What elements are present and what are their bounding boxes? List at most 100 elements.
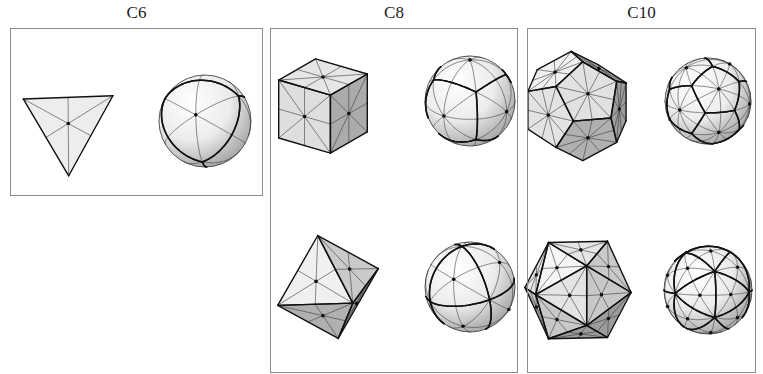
subdivision-line [330,95,348,113]
subdivision-line [68,123,69,175]
subdivision-arc [434,60,470,80]
octahedron [278,236,379,339]
subdivision-line [318,236,350,270]
subdivision-line [561,295,570,310]
solid-edge [278,303,353,305]
edge-arc [502,70,506,75]
solid-edge [607,292,631,337]
subdivision-line [573,94,588,121]
face-center-dot [579,248,583,252]
subdivision-line [599,68,621,82]
edge-arc [476,136,498,140]
solid-edge [536,243,549,295]
solid-edge [536,243,549,295]
edge-arc [161,99,202,162]
face-center-dot [321,75,325,79]
edge-arc [434,80,476,92]
solid-edge [583,62,617,81]
edge-arc [429,246,461,301]
sphere-body [425,56,515,146]
subdivision-arc [716,294,731,296]
edge-arc [670,119,692,133]
edge-arc [735,82,740,111]
solid-edge [617,81,626,83]
edge-arc [486,300,491,329]
solid-edge [556,62,583,87]
edge-arc [486,300,491,329]
solid-edge [571,51,583,61]
subdivision-arc [739,104,750,129]
subdivision-line [323,77,349,85]
edge-arc [692,66,713,85]
edge-arc [462,244,494,249]
subdivision-line [350,269,366,286]
subdivision-line [315,281,317,304]
panel: C10 [527,3,756,373]
subdivision-arc [692,132,719,134]
subdivision-line [601,292,631,294]
edge-arc [692,66,713,85]
edge-arc [739,80,746,82]
subdivision-line [323,74,367,77]
edge-arc [739,125,743,129]
solid-face [536,266,587,326]
subdivision-arc [738,267,749,292]
subdivision-arc [700,295,715,317]
subdivision-arc [731,292,749,295]
subdivision-arc [492,248,499,263]
subdivision-line [46,123,68,137]
edge-arc [669,77,672,89]
solid-edge [587,241,608,266]
edge-arc [476,75,506,92]
solid-edge [330,95,331,153]
panel: C6 [10,3,263,196]
solid-edge [353,269,379,304]
subdivision-line [279,80,305,117]
edge-arc [715,317,730,328]
edge-arc [739,80,746,82]
subdivision-arc [719,112,721,132]
face-center-dot [618,107,622,111]
face-center-dot [709,249,713,253]
subdivision-line [588,81,617,93]
spherical-cube [425,56,515,146]
subdivision-arc [665,275,668,291]
subdivision-arc [470,57,482,60]
edge-arc [715,292,749,317]
edge-arc [429,246,461,301]
subdivision-line [316,236,318,282]
face-center-dot [568,294,572,298]
face-center-dot [698,293,702,297]
face-center-dot [546,113,550,117]
face-center-dot [686,267,690,271]
solid-edge [587,266,631,293]
solid-edge [586,266,587,326]
face-center-dot [607,317,611,321]
subdivision-line [581,250,597,254]
face-center-dot [498,261,502,265]
subdivision-arc [688,268,715,271]
subdivision-line [316,59,323,77]
solid-edge [556,86,573,121]
solid-face [23,96,113,176]
subdivision-arc [478,263,499,268]
subdivision-line [348,85,349,114]
edge-arc [675,294,714,318]
solid-edge [338,303,353,338]
subdivision-arc [430,302,463,327]
subdivision-line [557,254,568,267]
solid-edge [338,303,353,338]
subdivision-arc [490,300,509,310]
subdivision-arc [199,75,203,80]
subdivision-line [323,66,341,77]
subdivision-arc [165,99,196,115]
subdivision-arc [454,267,478,279]
edge-arc [426,80,434,118]
edge-arc [685,246,731,253]
subdivision-arc [731,280,736,294]
face-center-dot [535,305,539,309]
subdivision-line [530,275,536,291]
subdivision-arc [433,116,444,127]
solid-edge [583,62,617,81]
